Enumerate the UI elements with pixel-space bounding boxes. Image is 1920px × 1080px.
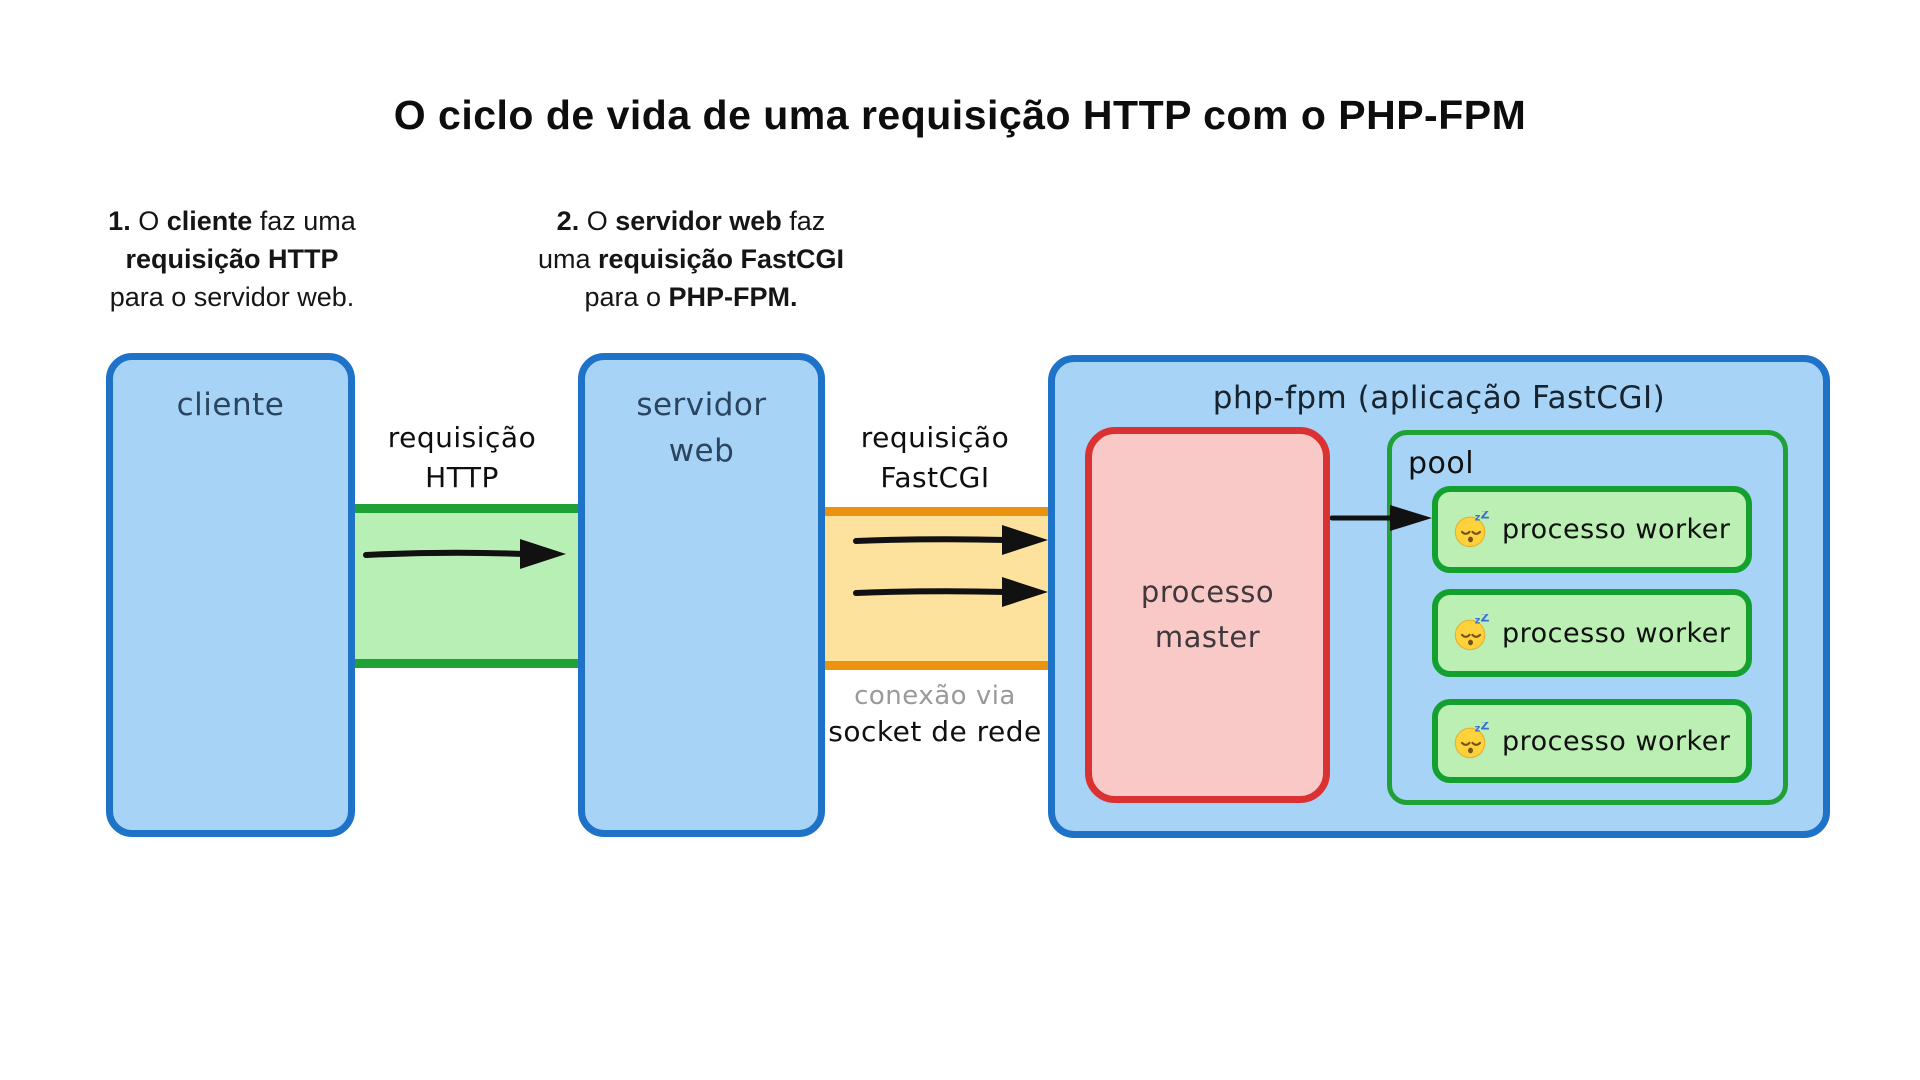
- web-server-label-line2: web: [668, 433, 735, 469]
- worker-label: processo worker: [1502, 617, 1731, 649]
- step-1-number: 1.: [108, 206, 131, 236]
- step-2-line-3: para o PHP-FPM.: [584, 282, 798, 312]
- master-label-line1: processo: [1140, 575, 1275, 609]
- svg-text:z: z: [1475, 512, 1481, 523]
- svg-text:Z: Z: [1481, 511, 1490, 522]
- step-2-line-2: uma requisição FastCGI: [537, 244, 845, 274]
- step-1-line-3: para o servidor web.: [109, 282, 355, 312]
- fastcgi-arrow-1-icon: [853, 525, 1048, 555]
- worker-process-box: z Z processo worker: [1432, 699, 1752, 783]
- master-to-worker-arrow-icon: [1330, 505, 1432, 531]
- socket-note-line2: socket de rede: [828, 715, 1042, 748]
- worker-label: processo worker: [1502, 514, 1731, 545]
- step-2-note: 2. O servidor web faz uma requisição Fas…: [496, 202, 886, 316]
- sleeping-emoji-icon: z Z: [1454, 722, 1490, 759]
- fastcgi-request-label: requisição FastCGI: [860, 421, 1010, 494]
- svg-text:Z: Z: [1481, 722, 1490, 733]
- pool-box: [1387, 430, 1788, 805]
- http-request-band: [340, 504, 592, 668]
- http-arrow-icon: [363, 539, 566, 569]
- worker-label: processo worker: [1502, 725, 1731, 757]
- svg-text:z: z: [1475, 724, 1481, 735]
- step-2-number: 2.: [556, 206, 580, 236]
- web-server-box: servidor web: [578, 353, 825, 837]
- svg-text:z: z: [1475, 616, 1481, 627]
- socket-note-line1: conexão via: [854, 681, 1016, 711]
- sleeping-emoji-icon: z Z: [1454, 511, 1490, 547]
- sleeping-emoji-icon: z Z: [1454, 614, 1490, 651]
- master-process-box: processo master: [1085, 427, 1330, 803]
- step-1-line-1: 1. O cliente faz uma: [108, 206, 356, 236]
- http-request-label: requisição HTTP: [387, 421, 537, 494]
- worker-process-box: z Z processo worker: [1432, 589, 1752, 677]
- master-label-line2: master: [1154, 620, 1261, 654]
- socket-connection-note: conexão via socket de rede: [785, 678, 1085, 750]
- client-box: cliente: [106, 353, 355, 837]
- svg-text:Z: Z: [1481, 614, 1490, 625]
- step-2-line-1: 2. O servidor web faz: [556, 206, 826, 236]
- fastcgi-arrow-2-icon: [853, 577, 1048, 607]
- page-title: O ciclo de vida de uma requisição HTTP c…: [393, 92, 1527, 138]
- step-1-note: 1. O cliente faz uma requisição HTTP par…: [62, 202, 402, 316]
- client-box-label: cliente: [176, 387, 285, 423]
- worker-process-box: z Z processo worker: [1432, 486, 1752, 573]
- phpfpm-box-title: php-fpm (aplicação FastCGI): [1212, 380, 1666, 416]
- pool-label: pool: [1408, 446, 1475, 481]
- web-server-label-line1: servidor: [636, 387, 767, 423]
- step-1-line-2: requisição HTTP: [125, 244, 339, 274]
